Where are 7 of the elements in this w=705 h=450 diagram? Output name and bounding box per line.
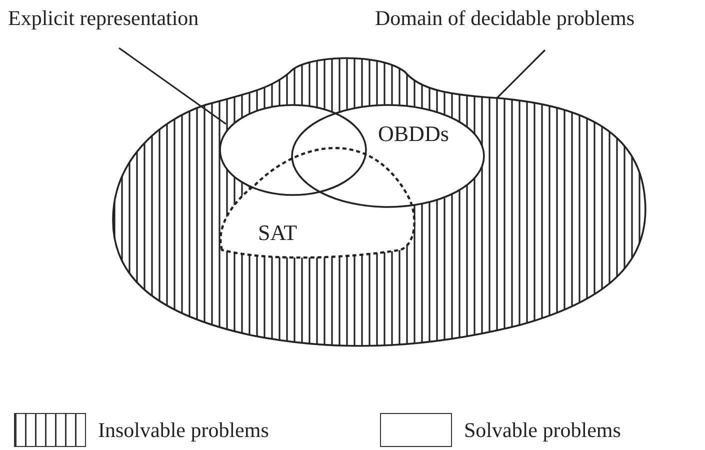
region-label: OBDDs: [378, 121, 449, 146]
leader-label: Domain of decidable problems: [375, 6, 700, 34]
region-label: SAT: [258, 220, 298, 246]
legend-label: Solvable problems: [464, 418, 621, 442]
legend-label: Insolvable problems: [98, 418, 269, 442]
leader-line: [496, 49, 546, 99]
leader-label: Explicit representation: [8, 6, 288, 34]
